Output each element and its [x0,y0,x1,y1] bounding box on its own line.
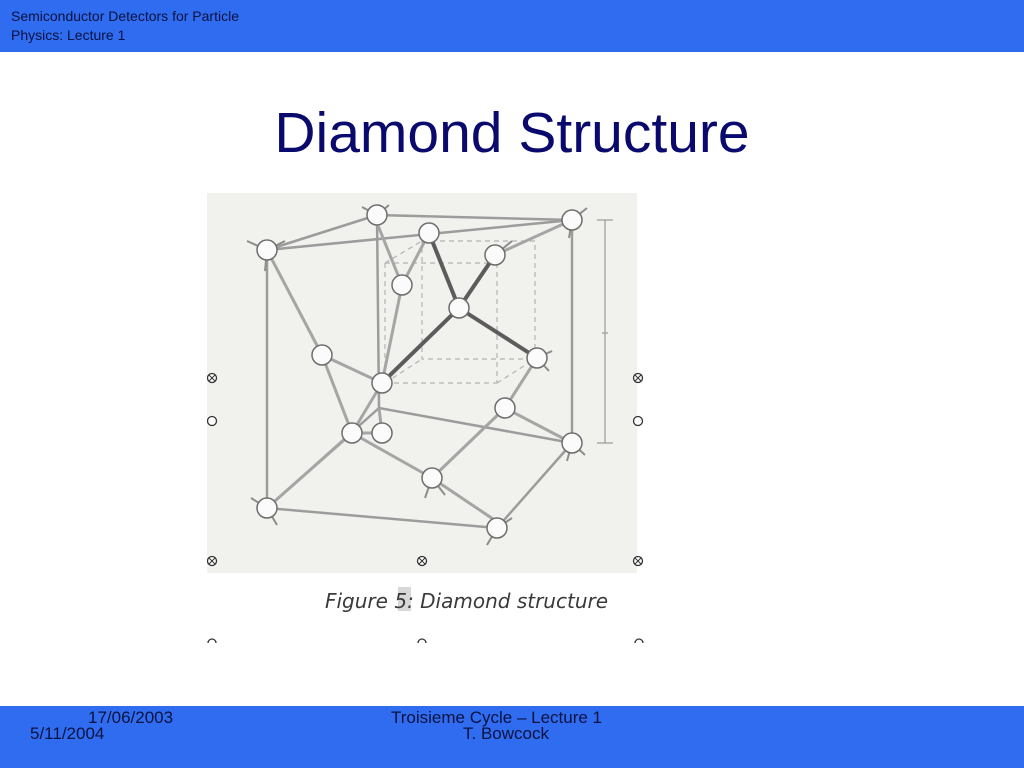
footer-current-date: 5/11/2004 [30,724,105,743]
header-title: Semiconductor Detectors for Particle Phy… [11,7,239,45]
header-line-1: Semiconductor Detectors for Particle [11,8,239,24]
footer-course: Troisieme Cycle – Lecture 1 [391,708,603,727]
footer-bar [0,706,1024,768]
diamond-lattice-image: Figure 5: Diamond structure [207,193,644,644]
footer-original-date: 17/06/2003 [88,708,174,727]
header-bar [0,0,1024,52]
footer-author: T. Bowcock [463,724,549,743]
header-line-2: Physics: Lecture 1 [11,27,126,43]
slide-title: Diamond Structure [274,101,750,165]
diamond-structure-figure: Figure 5: Diamond structure [207,193,651,646]
figure-caption: Figure 5: Diamond structure [325,589,608,613]
